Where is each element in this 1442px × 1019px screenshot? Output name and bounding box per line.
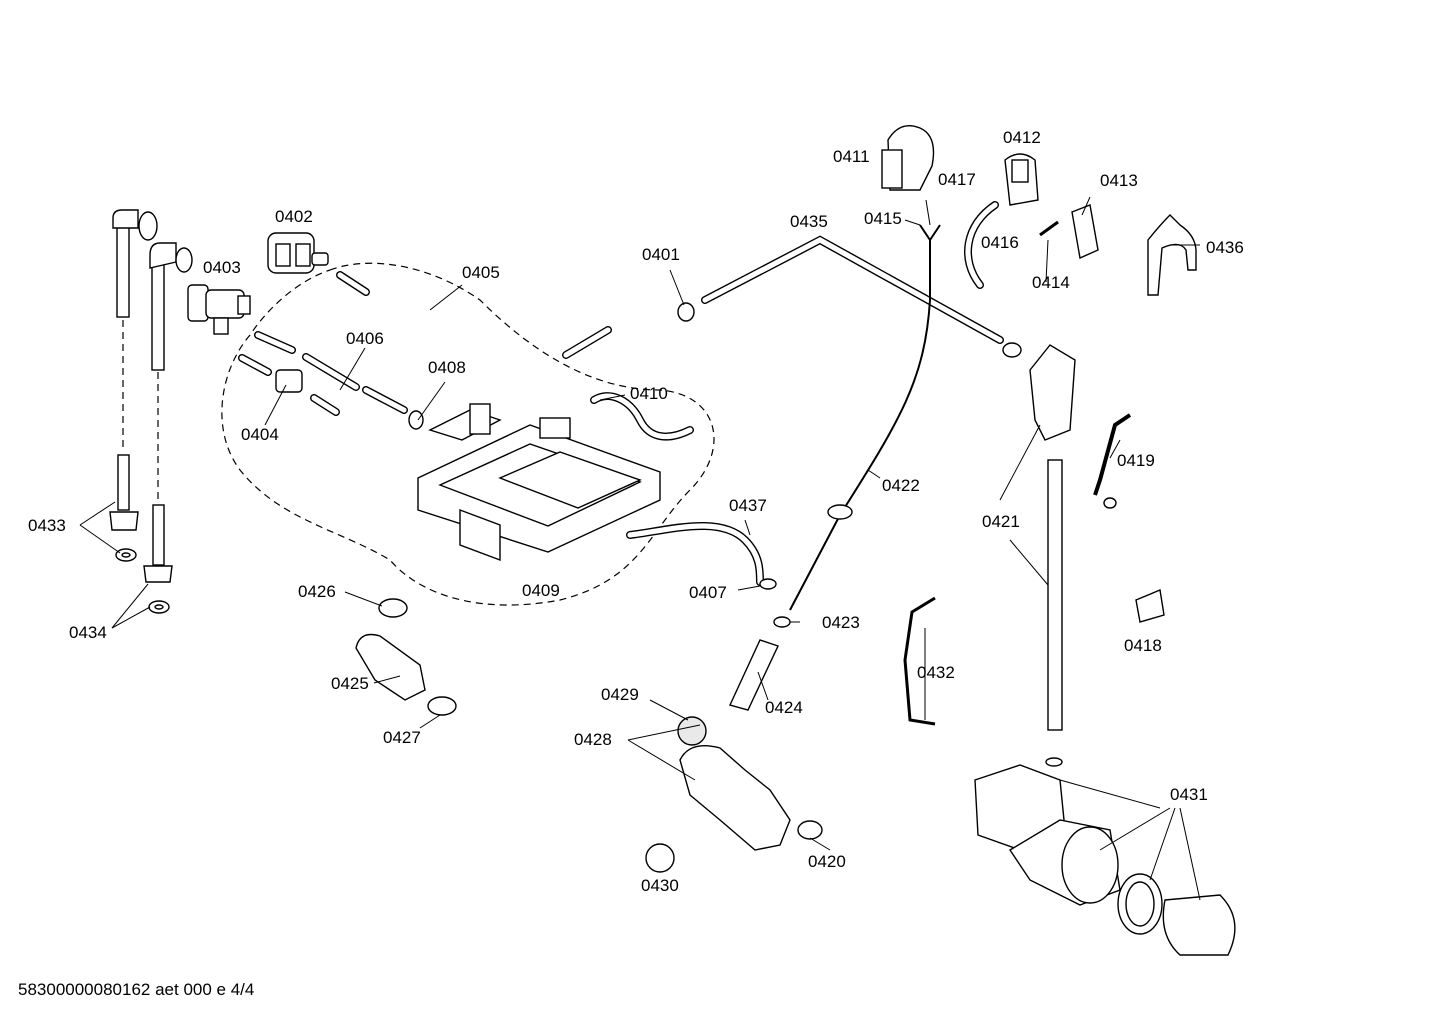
label-0437: 0437 — [729, 496, 767, 515]
tee-0404-drawing — [275, 369, 303, 393]
label-0417: 0417 — [938, 170, 976, 189]
label-0404: 0404 — [241, 425, 279, 444]
clip-0418-drawing — [1135, 589, 1165, 623]
clamp-0426-drawing — [378, 598, 408, 618]
clamp-0407-drawing — [759, 578, 777, 590]
tube-0424-drawing — [729, 639, 779, 711]
clamp-0408-drawing — [408, 410, 424, 430]
label-0409: 0409 — [522, 581, 560, 600]
label-0421: 0421 — [982, 512, 1020, 531]
label-0427: 0427 — [383, 728, 421, 747]
label-0423: 0423 — [822, 613, 860, 632]
label-0429: 0429 — [601, 685, 639, 704]
label-0405: 0405 — [462, 263, 500, 282]
label-0415: 0415 — [864, 209, 902, 228]
valve-0403-drawing — [187, 284, 251, 335]
valve-0402-drawing — [267, 232, 329, 274]
label-0407: 0407 — [689, 583, 727, 602]
small-hoses-0406-drawing — [238, 271, 612, 416]
screw-0414-drawing — [1039, 220, 1059, 237]
cable-0432-drawing — [903, 596, 936, 726]
bracket-0413-drawing — [1071, 204, 1099, 260]
clamp-near-0435-drawing — [1002, 342, 1022, 358]
pressure-switch-0411-drawing — [881, 125, 935, 191]
clamp-0419-drawing — [1103, 497, 1117, 509]
label-0435: 0435 — [790, 212, 828, 231]
tube-ring-0422-drawing — [827, 504, 853, 520]
ball-0429-drawing — [677, 716, 707, 746]
pump-0431-drawing — [974, 764, 1236, 956]
label-0406: 0406 — [346, 329, 384, 348]
label-0431: 0431 — [1170, 785, 1208, 804]
label-0411: 0411 — [833, 147, 870, 166]
label-0418: 0418 — [1124, 636, 1162, 655]
inlet-pipe-left-drawing — [109, 209, 158, 562]
clamp-0420-drawing — [797, 820, 823, 840]
inlet-pipe-right-drawing — [143, 242, 193, 614]
label-0434: 0434 — [69, 623, 107, 642]
part-drawings — [109, 125, 1236, 956]
label-0413: 0413 — [1100, 171, 1138, 190]
part-labels: 0401 0402 0403 0404 0405 0406 0407 0408 … — [28, 128, 1244, 895]
label-0430: 0430 — [641, 876, 679, 895]
label-0425: 0425 — [331, 674, 369, 693]
hook-0436-drawing — [1147, 214, 1197, 296]
pressure-switch-0412-drawing — [1004, 153, 1039, 206]
label-0401: 0401 — [642, 245, 680, 264]
label-0432: 0432 — [917, 663, 955, 682]
label-0436: 0436 — [1206, 238, 1244, 257]
tube-0419-drawing — [1093, 413, 1132, 496]
label-0408: 0408 — [428, 358, 466, 377]
document-id-footer: 58300000080162 aet 000 e 4/4 — [18, 980, 255, 999]
clamp-0401-drawing — [677, 302, 695, 322]
label-0412: 0412 — [1003, 128, 1041, 147]
sleeve-0425-drawing — [355, 633, 426, 701]
leader-lines — [79, 196, 1201, 901]
tube-0422-drawing — [789, 240, 931, 611]
label-0416: 0416 — [981, 233, 1019, 252]
label-0402: 0402 — [275, 207, 313, 226]
label-0420: 0420 — [808, 852, 846, 871]
label-0428: 0428 — [574, 730, 612, 749]
dispenser-housing-0409-drawing — [417, 403, 661, 562]
label-0403: 0403 — [203, 258, 241, 277]
label-0424: 0424 — [765, 698, 803, 717]
clamp-0430-drawing — [645, 843, 675, 873]
label-0426: 0426 — [298, 582, 336, 601]
label-0410: 0410 — [630, 384, 668, 403]
clamp-0423-drawing — [773, 616, 791, 628]
air-trap-0421-drawing — [1029, 344, 1076, 767]
group-0405-outline — [221, 262, 715, 606]
label-0419: 0419 — [1117, 451, 1155, 470]
label-0422: 0422 — [882, 476, 920, 495]
clamp-0427-drawing — [427, 696, 457, 716]
label-0414: 0414 — [1032, 273, 1070, 292]
pipe-0435-drawing — [701, 235, 1004, 344]
sump-0428-drawing — [679, 745, 791, 851]
label-0433: 0433 — [28, 516, 66, 535]
